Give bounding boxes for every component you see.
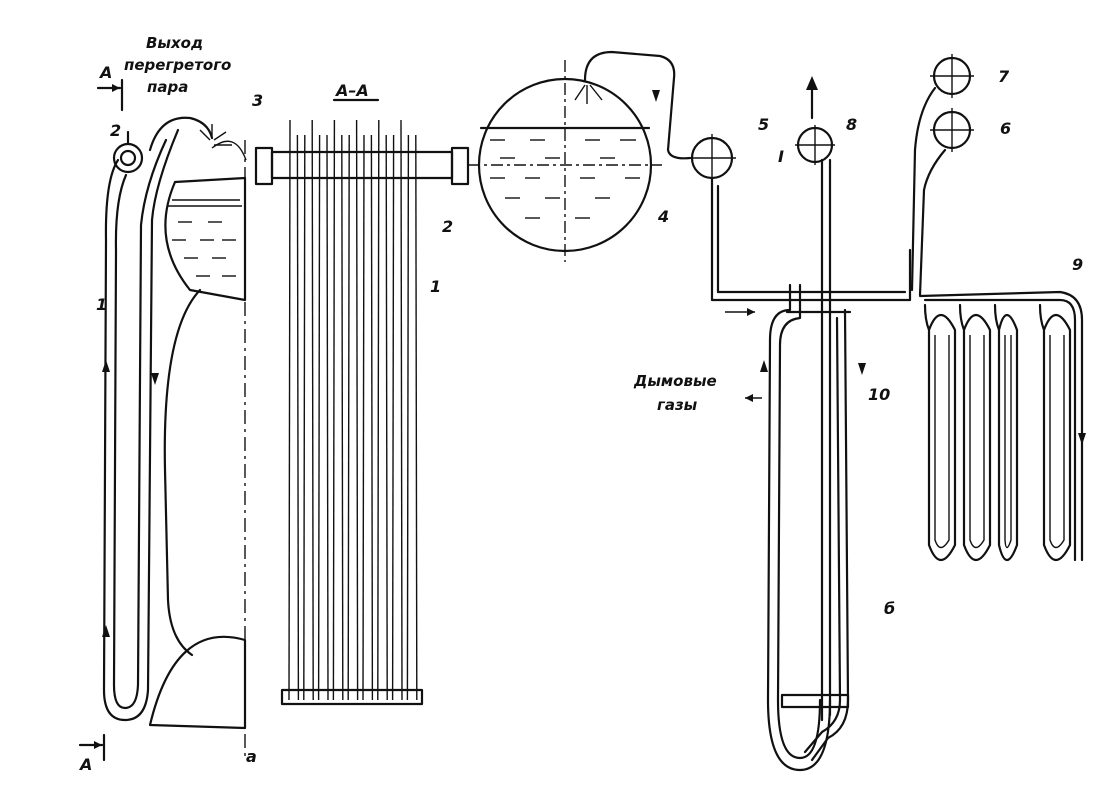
section-letter-top: А bbox=[98, 63, 112, 82]
labels: Выход перегретого пара А А А–А Дымовые г… bbox=[78, 34, 1083, 774]
water-surface-lines bbox=[168, 199, 242, 277]
pendant-loop-inner bbox=[1004, 335, 1012, 549]
tube-line bbox=[400, 119, 403, 701]
pendant-loop bbox=[993, 303, 1019, 562]
label-1-section: 1 bbox=[430, 277, 441, 296]
lower-drum-segment bbox=[148, 635, 247, 730]
drum-water-hatch bbox=[490, 139, 640, 219]
flow-arrow-down-1 bbox=[151, 373, 159, 385]
label-3: 3 bbox=[252, 91, 263, 110]
header-flange-left bbox=[254, 146, 274, 186]
tube-line bbox=[326, 134, 329, 701]
superheater-10 bbox=[760, 158, 866, 772]
spray-3 bbox=[199, 124, 247, 161]
tube-line bbox=[332, 119, 336, 701]
steam-pipe-bend bbox=[148, 116, 214, 152]
flow-arrow-up-1 bbox=[102, 360, 110, 372]
label-10: 10 bbox=[868, 385, 890, 404]
label-2-section: 2 bbox=[442, 217, 453, 236]
tube-line bbox=[311, 119, 314, 701]
flue-gases-label-2: газы bbox=[657, 396, 698, 414]
tube-line bbox=[317, 134, 321, 701]
pipe-7 bbox=[910, 86, 937, 292]
pendant-loop bbox=[923, 303, 957, 562]
section-title: А–А bbox=[334, 81, 369, 100]
superheater-coil-outer bbox=[102, 128, 180, 722]
view-a-side-elevation bbox=[78, 78, 247, 762]
tube-bank bbox=[288, 119, 418, 701]
downcomer-pipe bbox=[163, 288, 202, 657]
tube-line bbox=[406, 134, 410, 701]
pendant-loop bbox=[1038, 303, 1072, 562]
label-8: 8 bbox=[846, 115, 857, 134]
drum-steam-spray bbox=[574, 84, 603, 104]
header-flange-right bbox=[450, 146, 470, 186]
collector-2-inner bbox=[119, 149, 137, 167]
pipe-6 bbox=[918, 148, 947, 297]
header-collector bbox=[270, 150, 454, 180]
tube-line bbox=[385, 134, 388, 701]
label-2-left: 2 bbox=[110, 121, 121, 140]
label-roman-i: I bbox=[778, 147, 784, 166]
tube-line bbox=[347, 134, 350, 701]
collector-2-outer bbox=[112, 142, 144, 174]
steam-outlet-label-2: перегретого bbox=[124, 56, 231, 74]
tube-line bbox=[370, 134, 374, 701]
pendant-loop bbox=[958, 303, 992, 562]
label-6: 6 bbox=[1000, 119, 1011, 138]
superheater-9 bbox=[918, 290, 1086, 562]
flow-arrow-up-2 bbox=[102, 625, 110, 637]
steam-outlet-label-1: Выход bbox=[146, 34, 203, 52]
tube-line bbox=[296, 134, 300, 701]
upper-drum-segment bbox=[164, 176, 247, 302]
flue-gases-label-1: Дымовые bbox=[633, 372, 717, 390]
tube-line bbox=[303, 134, 306, 701]
label-5: 5 bbox=[758, 115, 769, 134]
label-4: 4 bbox=[657, 207, 669, 226]
pendant-loop-inner bbox=[1049, 335, 1065, 549]
tube-line bbox=[377, 119, 380, 701]
tube-line bbox=[391, 134, 395, 701]
tube-line bbox=[341, 134, 344, 701]
saturated-steam-line bbox=[583, 50, 692, 160]
tube-line bbox=[415, 134, 418, 701]
tube-line bbox=[362, 134, 365, 701]
section-letter-bottom: А bbox=[78, 755, 92, 774]
main-steam-pipe bbox=[710, 176, 912, 302]
superheater-coil-inner bbox=[112, 138, 168, 710]
view-b bbox=[468, 50, 1086, 772]
steam-outlet-label-3: пара bbox=[147, 78, 188, 96]
label-9: 9 bbox=[1072, 255, 1083, 274]
label-1-left: 1 bbox=[96, 295, 107, 314]
section-a-a bbox=[254, 98, 470, 706]
view-b-letter: б bbox=[884, 599, 895, 618]
tube-bottom-bend-row bbox=[280, 688, 424, 706]
view-a-letter: а bbox=[246, 747, 257, 766]
tube-line bbox=[288, 119, 291, 701]
label-7: 7 bbox=[998, 67, 1010, 86]
tube-line bbox=[355, 119, 359, 701]
pendant-loop-inner bbox=[934, 335, 950, 549]
pendant-loop-inner bbox=[969, 335, 985, 549]
